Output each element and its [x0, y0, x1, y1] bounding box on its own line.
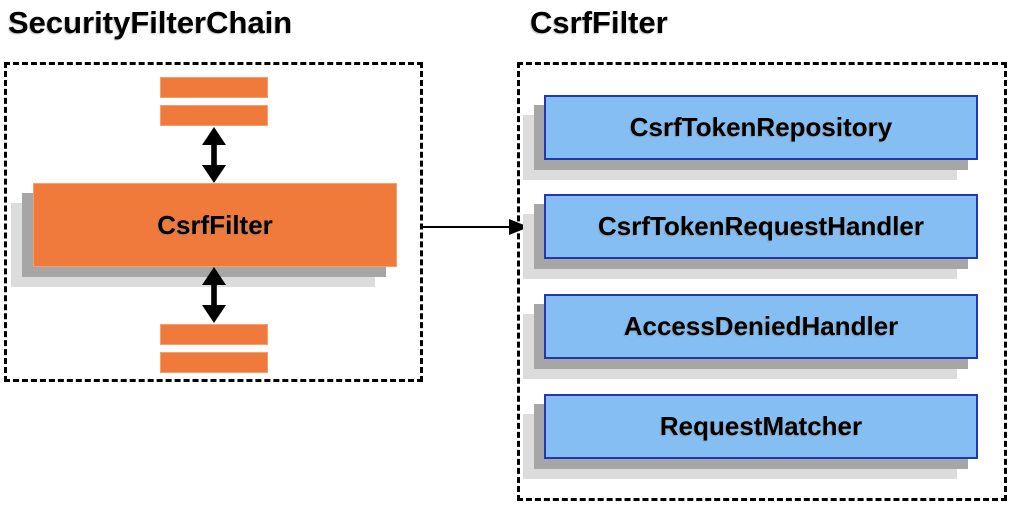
security-filter-chain-box: [4, 62, 423, 382]
security-filter-chain-title: SecurityFilterChain: [8, 5, 293, 40]
csrf-token-request-handler-box: CsrfTokenRequestHandler: [544, 194, 978, 259]
double-headed-arrow-icon: [202, 127, 226, 183]
filter-placeholder-bar: [160, 105, 268, 126]
request-matcher-box: RequestMatcher: [544, 394, 978, 459]
access-denied-handler-box: AccessDeniedHandler: [544, 294, 978, 359]
csrf-filter-box-label: CsrfFilter: [157, 209, 273, 240]
filter-placeholder-bar: [160, 352, 268, 373]
component-box-label: CsrfTokenRepository: [629, 112, 893, 142]
filter-placeholder-bar: [160, 77, 268, 98]
component-box-label: RequestMatcher: [659, 411, 863, 441]
csrf-filter-title: CsrfFilter: [530, 5, 668, 40]
component-box-label: AccessDeniedHandler: [623, 311, 899, 341]
csrf-filter-components-box: [517, 62, 1007, 501]
double-headed-arrow-icon: [202, 267, 226, 323]
filter-placeholder-bar: [160, 324, 268, 345]
csrf-token-repository-box: CsrfTokenRepository: [544, 95, 978, 160]
right-arrow-icon: [423, 219, 529, 235]
csrf-filter-box: CsrfFilter: [33, 183, 397, 267]
component-box-label: CsrfTokenRequestHandler: [597, 211, 925, 241]
